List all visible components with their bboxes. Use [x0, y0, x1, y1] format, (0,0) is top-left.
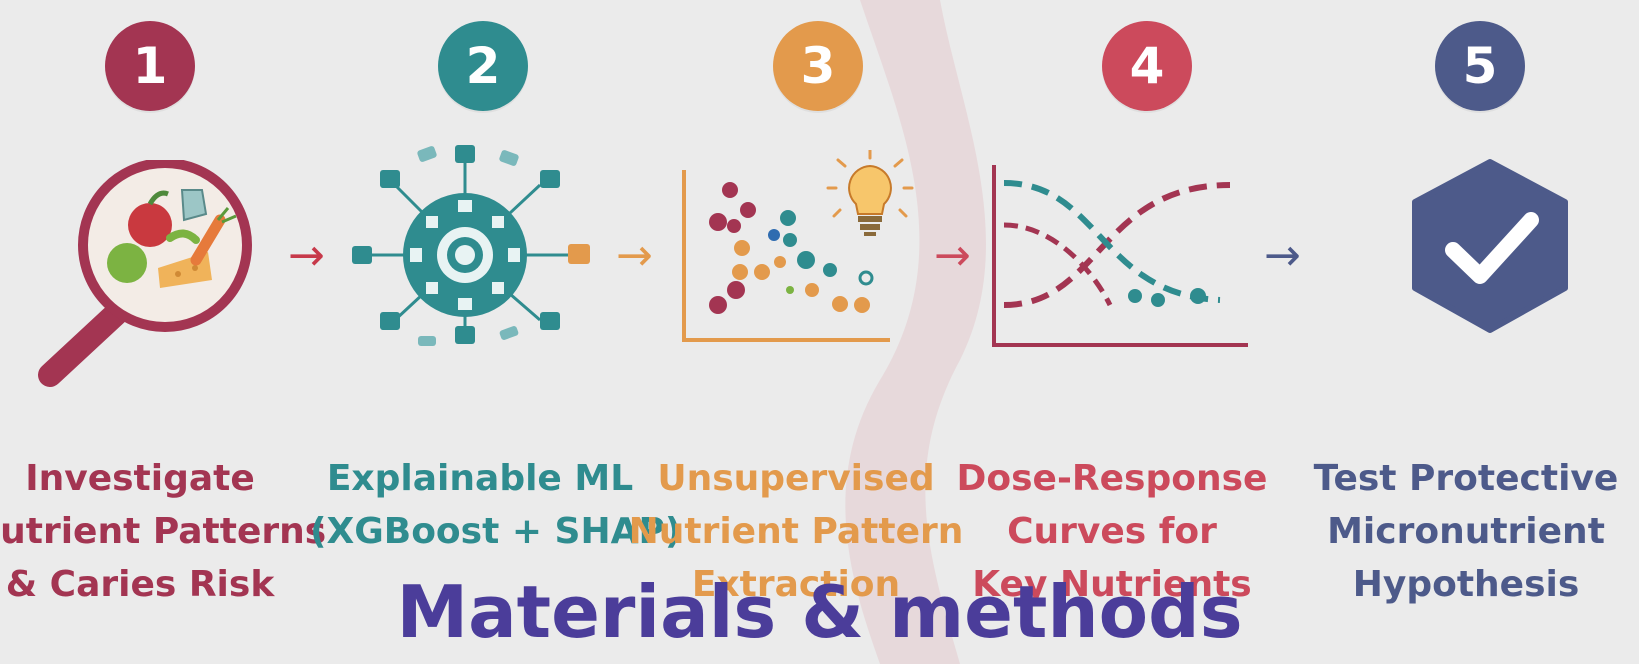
step-3-label-line-1: Unsupervised	[657, 458, 935, 499]
stepper: 1 2 3 4 5	[0, 0, 1639, 140]
step-5-label: Test Protective Micronutrient Hypothesis	[1296, 452, 1636, 611]
magnifier-food-icon	[38, 160, 252, 387]
step-5-label-line-1: Test Protective	[1313, 458, 1619, 499]
arrow-4-5: →	[1264, 230, 1301, 281]
step-1-label: Investigate Nutrient Patterns & Caries R…	[0, 452, 327, 611]
step-3-number: 3	[773, 21, 863, 111]
gear-network-icon	[352, 145, 590, 346]
step-4-label-line-3: Key Nutrients	[972, 564, 1252, 605]
step-4-label-line-1: Dose-Response	[956, 458, 1268, 499]
dose-response-curve-icon	[992, 165, 1248, 347]
shield-check-icon	[1412, 159, 1568, 333]
stepper-connectors	[200, 64, 1435, 68]
step-4-label-line-2: Curves for	[1007, 511, 1217, 552]
step-2-label: Explainable ML (XGBoost + SHAP)	[310, 452, 682, 558]
arrow-1-2: →	[288, 230, 325, 281]
step-5-label-line-2: Micronutrient	[1327, 511, 1605, 552]
step-2-label-line-1: Explainable ML	[326, 458, 634, 499]
scatter-lightbulb-icon	[682, 150, 914, 342]
section-title: Materials & methods	[396, 570, 1243, 654]
step-2-label-line-2: (XGBoost + SHAP)	[310, 511, 682, 552]
arrow-2-3: →	[616, 230, 653, 281]
step-5-number: 5	[1435, 21, 1525, 111]
step-3-label: Unsupervised Nutrient Pattern Extraction	[626, 452, 966, 611]
step-1-number: 1	[105, 21, 195, 111]
arrow-3-4: →	[934, 230, 971, 281]
step-4-label: Dose-Response Curves for Key Nutrients	[942, 452, 1282, 611]
step-1-label-line-1: Investigate	[25, 458, 255, 499]
step-4-number: 4	[1102, 21, 1192, 111]
step-3-label-line-3: Extraction	[691, 564, 901, 605]
step-1-label-line-3: & Caries Risk	[5, 564, 275, 605]
step-2-number: 2	[438, 21, 528, 111]
step-1-label-line-2: Nutrient Patterns	[0, 511, 327, 552]
step-5-label-line-3: Hypothesis	[1352, 564, 1580, 605]
step-3-label-line-2: Nutrient Pattern	[628, 511, 964, 552]
